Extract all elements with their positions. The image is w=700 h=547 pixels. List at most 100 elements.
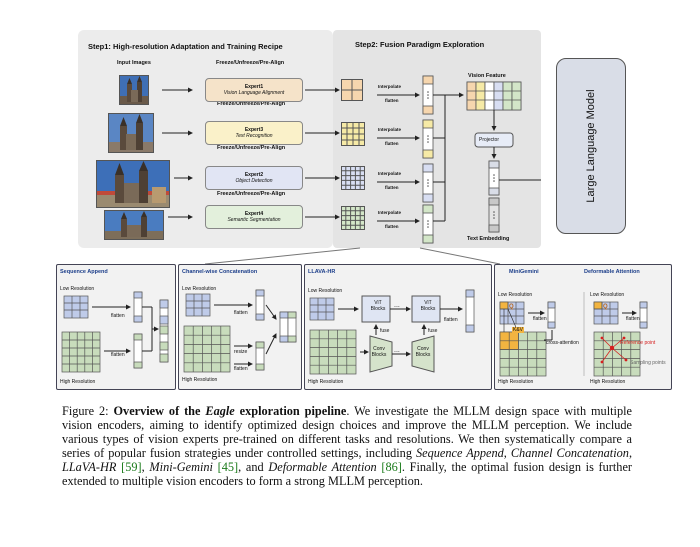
minigemini-title: MiniGemini: [509, 269, 539, 275]
llava-vit-1: ViT Blocks: [370, 300, 386, 312]
expert2-freeze-label: Freeze/Unfreeze/Pre-Align: [217, 191, 286, 197]
projector-label: Projector: [479, 137, 500, 143]
seq-low-label: Low Resolution: [60, 286, 95, 292]
interpolate-label-1: Interpolate: [378, 84, 402, 89]
expert4-name: Expert4: [244, 210, 264, 217]
llava-conv-1: Conv Blocks: [371, 346, 387, 358]
cc-flatten-2: flatten: [234, 366, 248, 372]
step2-title: Step2: Fusion Paradigm Exploration: [355, 40, 485, 49]
caption-text-9: . Finally, the optimal fusion design is …: [62, 460, 633, 488]
llava-fuse-2: fuse: [428, 328, 438, 334]
text-embedding-label: Text Embedding: [467, 236, 510, 242]
llava-dots-2: ...: [394, 347, 400, 354]
da-sampling-points: Sampling points: [630, 360, 666, 366]
mg-flatten: flatten: [533, 316, 547, 322]
expert3-name: Expert3: [244, 126, 264, 133]
caption-bold-italic: Eagle: [205, 404, 235, 418]
step1-title: Step1: High-resolution Adaptation and Tr…: [88, 42, 283, 51]
input-image-small: [119, 75, 149, 105]
seq-flatten-2: flatten: [111, 352, 125, 358]
expert-arrows: [305, 87, 340, 220]
cc-resize: resize: [234, 349, 248, 355]
llava-vit-2: ViT Blocks: [420, 300, 436, 312]
llm-label: Large Language Model: [585, 89, 597, 203]
llava-flatten: flatten: [444, 317, 458, 323]
flatten-label-2: flatten: [385, 141, 399, 146]
flatten-label-4: flatten: [385, 224, 399, 229]
interpolate-label-2: Interpolate: [378, 127, 402, 132]
llava-fuse-1: fuse: [380, 328, 390, 334]
input-arrows: [162, 87, 193, 220]
expert2-name: Expert2: [244, 171, 264, 178]
expert1-desc: Vision Language Alignment: [223, 90, 285, 96]
sequence-append-title: Sequence Append: [60, 269, 108, 275]
da-low-label: Low Resolution: [590, 292, 625, 298]
llava-hr-title: LLAVA-HR: [308, 269, 336, 275]
expert1-name: Expert1: [244, 83, 264, 90]
channel-concat-diagram: [183, 289, 297, 373]
feature-grid-2: [341, 122, 365, 146]
llava-conv-2: Conv Blocks: [415, 346, 431, 358]
llava-hr-diagram: [309, 289, 475, 375]
caption-text-1: . We investigate the MLLM design space w…: [62, 404, 632, 460]
channel-concat-title: Channel-wise Concatenation: [182, 269, 258, 275]
interpolate-label-4: Interpolate: [378, 210, 402, 215]
expert2-box: Expert2 Object Detection: [205, 166, 303, 190]
feature-grid-4: [341, 206, 365, 230]
expert3-box: Expert3 Text Recognition: [205, 121, 303, 145]
caption-text-2: ,: [503, 446, 511, 460]
freeze-column-label: Freeze/Unfreeze/Pre-Align: [216, 60, 285, 66]
expert3-desc: Text Recognition: [235, 133, 273, 139]
mg-kv-label: K&V: [512, 327, 525, 333]
caption-italic-5: Deformable Attention: [268, 460, 377, 474]
caption-bold-a: Overview of the: [113, 404, 206, 418]
step2-diagram: [377, 75, 541, 244]
caption-italic-3: LLaVA-HR: [62, 460, 117, 474]
caption-bold-b: exploration pipeline: [234, 404, 347, 418]
mg-high-label: High Resolution: [498, 379, 534, 385]
expert4-desc: Semantic Segmentation: [227, 217, 281, 223]
seq-high-label: High Resolution: [60, 379, 96, 385]
llava-low-label: Low Resolution: [308, 288, 343, 294]
expert2-desc: Object Detection: [235, 178, 273, 184]
caption-text-5: ,: [141, 460, 150, 474]
input-image-wide: [104, 210, 164, 240]
minigemini-deformable-diagram: [499, 292, 648, 377]
da-high-label: High Resolution: [590, 379, 626, 385]
feature-grid-3: [341, 166, 365, 190]
caption-italic-4: Mini-Gemini: [149, 460, 213, 474]
caption-italic-2: Channel Concatenation: [510, 446, 629, 460]
caption-ref-59[interactable]: [59]: [121, 460, 142, 474]
caption-text-3: ,: [628, 446, 633, 460]
llava-dots-1: ...: [394, 302, 400, 309]
mg-cross-attention: cross-attention: [546, 340, 579, 346]
mg-low-label: Low Resolution: [498, 292, 533, 298]
caption-ref-45[interactable]: [45]: [217, 460, 239, 474]
caption-ref-86[interactable]: [86]: [381, 460, 402, 474]
da-q-label: Q: [603, 304, 608, 310]
flatten-label-1: flatten: [385, 98, 399, 103]
expert1-freeze-label: Freeze/Unfreeze/Pre-Align: [217, 101, 286, 107]
mg-q-label: Q: [509, 304, 514, 310]
connector-lines: [204, 247, 501, 265]
expert1-box: Expert1 Vision Language Alignment: [205, 78, 303, 102]
da-reference-point: Reference point: [620, 340, 656, 346]
llava-high-label: High Resolution: [308, 379, 344, 385]
expert4-box: Expert4 Semantic Segmentation: [205, 205, 303, 229]
deformable-title: Deformable Attention: [584, 269, 640, 275]
da-flatten: flatten: [626, 316, 640, 322]
figure-caption: Figure 2: Overview of the Eagle explorat…: [62, 404, 632, 488]
expert3-freeze-label: Freeze/Unfreeze/Pre-Align: [217, 145, 286, 151]
sequence-append-diagram: [61, 291, 169, 373]
feature-grid-1: [341, 79, 363, 101]
input-image-large: [96, 160, 170, 208]
seq-flatten-1: flatten: [111, 313, 125, 319]
caption-fig-number: Figure 2:: [62, 404, 109, 418]
caption-italic-1: Sequence Append: [415, 446, 504, 460]
cc-high-label: High Resolution: [182, 377, 218, 383]
input-images-label: Input Images: [117, 60, 151, 66]
flatten-label-3: flatten: [385, 185, 399, 190]
llm-box: [556, 58, 626, 234]
cc-flatten-1: flatten: [234, 310, 248, 316]
input-image-medium: [108, 113, 154, 153]
